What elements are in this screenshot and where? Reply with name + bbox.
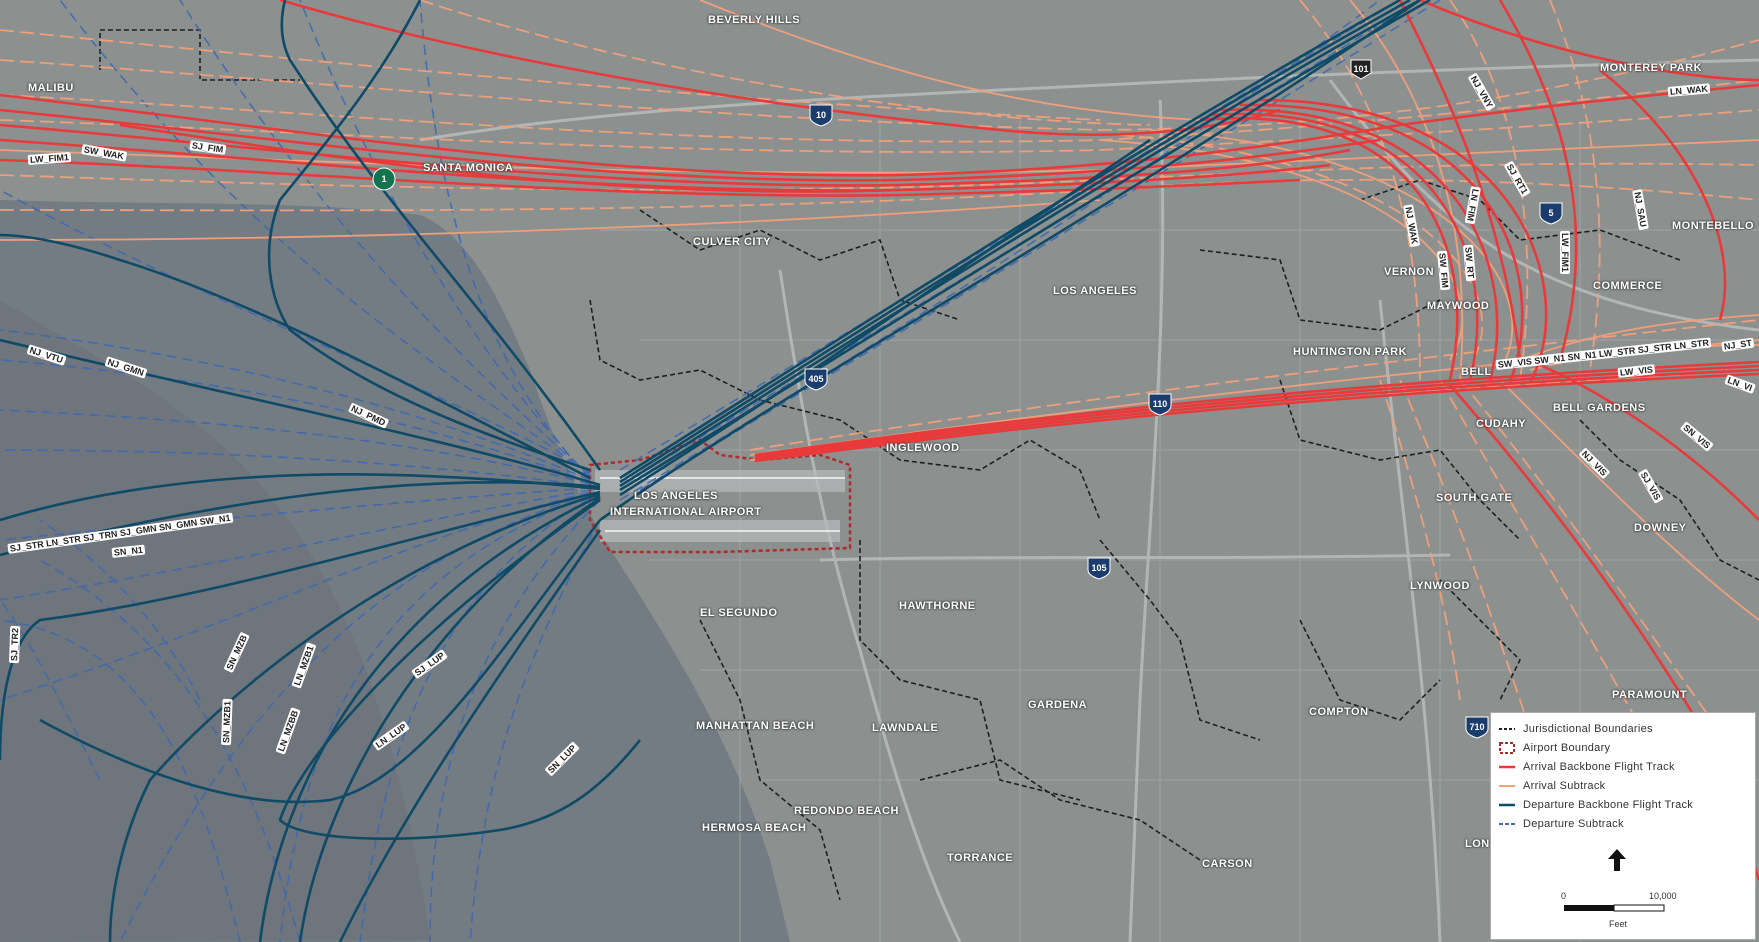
- place-hawthorne: HAWTHORNE: [899, 600, 976, 612]
- legend-label-airport-boundary: Airport Boundary: [1523, 742, 1611, 754]
- place-gardena: GARDENA: [1028, 699, 1088, 711]
- legend-label-arrival-backbone: Arrival Backbone Flight Track: [1523, 761, 1675, 773]
- scale-max-label: 10,000: [1649, 891, 1677, 901]
- place-montebello: MONTEBELLO: [1672, 220, 1754, 232]
- place-monterey-park: MONTEREY PARK: [1600, 62, 1703, 74]
- place-carson: CARSON: [1202, 858, 1253, 870]
- place-inglewood: INGLEWOOD: [886, 442, 960, 454]
- north-arrow-icon: [1608, 849, 1626, 871]
- legend-label-jurisdictional: Jurisdictional Boundaries: [1523, 723, 1653, 735]
- legend-swatch-arrival-subtrack: [1499, 785, 1515, 787]
- place-cudahy: CUDAHY: [1476, 418, 1527, 430]
- scale-bar: [1564, 904, 1665, 912]
- place-downey: DOWNEY: [1634, 522, 1687, 534]
- place-lax-line1: LOS ANGELES: [634, 490, 718, 502]
- legend-swatch-arrival-backbone: [1499, 765, 1515, 769]
- place-beverly-hills: BEVERLY HILLS: [708, 14, 801, 26]
- legend-item-arrival-backbone: Arrival Backbone Flight Track: [1499, 759, 1675, 775]
- legend-label-departure-backbone: Departure Backbone Flight Track: [1523, 799, 1694, 811]
- map-legend: Jurisdictional Boundaries Airport Bounda…: [1490, 712, 1756, 940]
- place-el-segundo: EL SEGUNDO: [700, 607, 778, 619]
- legend-label-departure-subtrack: Departure Subtrack: [1523, 818, 1624, 830]
- scale-zero-label: 0: [1561, 891, 1567, 901]
- track-label-sj-tr2: SJ_TR2: [9, 625, 21, 664]
- interstate-710-shield: 710: [1464, 715, 1490, 739]
- place-bell-gardens: BELL GARDENS: [1553, 402, 1646, 414]
- legend-swatch-airport-boundary: [1499, 742, 1515, 754]
- place-commerce: COMMERCE: [1593, 280, 1663, 292]
- place-los-angeles: LOS ANGELES: [1053, 285, 1137, 297]
- place-malibu: MALIBU: [28, 82, 74, 94]
- place-torrance: TORRANCE: [947, 852, 1014, 864]
- legend-item-jurisdictional: Jurisdictional Boundaries: [1499, 721, 1653, 737]
- place-huntington-park: HUNTINGTON PARK: [1293, 346, 1408, 358]
- legend-item-departure-backbone: Departure Backbone Flight Track: [1499, 797, 1693, 813]
- legend-item-departure-subtrack: Departure Subtrack: [1499, 816, 1624, 832]
- legend-item-airport-boundary: Airport Boundary: [1499, 740, 1610, 756]
- airport-boundary: [588, 438, 852, 554]
- place-bell: BELL: [1461, 366, 1492, 378]
- interstate-405-shield: 405: [803, 367, 829, 391]
- interstate-105-shield: 105: [1086, 556, 1112, 580]
- place-santa-monica: SANTA MONICA: [423, 162, 514, 174]
- place-lawndale: LAWNDALE: [872, 722, 939, 734]
- place-maywood: MAYWOOD: [1427, 300, 1490, 312]
- place-paramount: PARAMOUNT: [1612, 689, 1688, 701]
- place-south-gate: SOUTH GATE: [1436, 492, 1513, 504]
- place-manhattan-beach: MANHATTAN BEACH: [696, 720, 815, 732]
- legend-label-arrival-subtrack: Arrival Subtrack: [1523, 780, 1606, 792]
- legend-swatch-departure-subtrack: [1499, 823, 1515, 825]
- ocean-shade: [0, 300, 430, 942]
- place-hermosa-beach: HERMOSA BEACH: [702, 822, 807, 834]
- place-redondo-beach: REDONDO BEACH: [794, 805, 899, 817]
- place-lax-line2: INTERNATIONAL AIRPORT: [610, 506, 762, 518]
- legend-swatch-jurisdictional: [1499, 728, 1515, 730]
- us-101-shield: 101: [1348, 57, 1374, 81]
- legend-swatch-departure-backbone: [1499, 803, 1515, 807]
- place-lon: LON: [1465, 838, 1490, 850]
- scale-unit-label: Feet: [1609, 919, 1628, 929]
- legend-item-arrival-subtrack: Arrival Subtrack: [1499, 778, 1605, 794]
- airport-runways: [595, 470, 845, 542]
- place-culver-city: CULVER CITY: [693, 236, 772, 248]
- state-route-1-shield: 1: [371, 167, 397, 191]
- interstate-10-shield: 10: [808, 103, 834, 127]
- interstate-5-shield: 5: [1538, 201, 1564, 225]
- track-label-lw-fim1b: LW_FIM1: [1560, 231, 1570, 275]
- interstate-110-shield: 110: [1147, 392, 1173, 416]
- place-vernon: VERNON: [1384, 266, 1435, 278]
- track-label-sn-mzb1: SN_MZB1: [221, 698, 233, 746]
- place-compton: COMPTON: [1309, 706, 1369, 718]
- place-lynwood: LYNWOOD: [1410, 580, 1470, 592]
